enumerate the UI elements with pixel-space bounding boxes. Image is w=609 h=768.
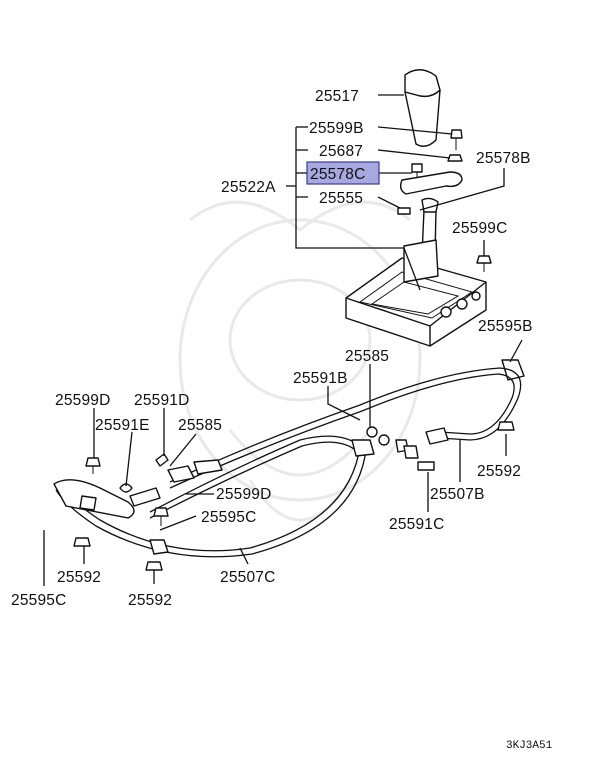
label-25591d: 25591D bbox=[134, 392, 190, 409]
label-25591e: 25591E bbox=[95, 417, 150, 434]
label-25507b: 25507B bbox=[430, 486, 485, 503]
label-25507c: 25507C bbox=[220, 569, 276, 586]
label-25599d-mid: 25599D bbox=[216, 486, 272, 503]
label-25578b: 25578B bbox=[476, 150, 531, 167]
label-25599b: 25599B bbox=[309, 120, 364, 137]
label-25592-bottom: 25592 bbox=[128, 592, 172, 609]
label-25592-left: 25592 bbox=[57, 569, 101, 586]
label-25517: 25517 bbox=[315, 88, 359, 105]
label-25592-right: 25592 bbox=[477, 463, 521, 480]
label-25595c-mid: 25595C bbox=[201, 509, 257, 526]
label-25599d-left: 25599D bbox=[55, 392, 111, 409]
bolt-25599c bbox=[476, 255, 492, 272]
label-25591b: 25591B bbox=[293, 370, 348, 387]
nut-25592-left bbox=[73, 537, 91, 547]
diagram-code: 3KJ3A51 bbox=[506, 740, 553, 752]
label-25578c[interactable]: 25578C bbox=[310, 166, 366, 183]
label-25591c: 25591C bbox=[389, 516, 445, 533]
label-25687: 25687 bbox=[319, 143, 363, 160]
label-25599c: 25599C bbox=[452, 220, 508, 237]
nut-25592-bottom bbox=[145, 561, 163, 571]
label-25585-mid: 25585 bbox=[345, 348, 389, 365]
bolt-25599d-mid bbox=[153, 507, 169, 526]
label-25555: 25555 bbox=[319, 190, 363, 207]
bolt-25599d-left bbox=[85, 457, 101, 474]
label-25585-left: 25585 bbox=[178, 417, 222, 434]
shift-base-housing bbox=[345, 239, 487, 347]
leader-lines bbox=[43, 94, 523, 586]
label-25595b: 25595B bbox=[478, 318, 533, 335]
bolt-25555 bbox=[397, 207, 411, 215]
label-25522a: 25522A bbox=[221, 179, 276, 196]
shift-lever-arm bbox=[399, 171, 463, 195]
cable-assembly bbox=[53, 367, 522, 558]
cable-ends bbox=[119, 426, 449, 507]
nut-25592-right bbox=[497, 421, 515, 431]
clip-25595b bbox=[501, 359, 525, 381]
bolt-25599b bbox=[447, 129, 463, 162]
label-25595c-left: 25595C bbox=[11, 592, 67, 609]
shift-knob bbox=[404, 69, 441, 147]
highlight-box bbox=[306, 161, 380, 185]
